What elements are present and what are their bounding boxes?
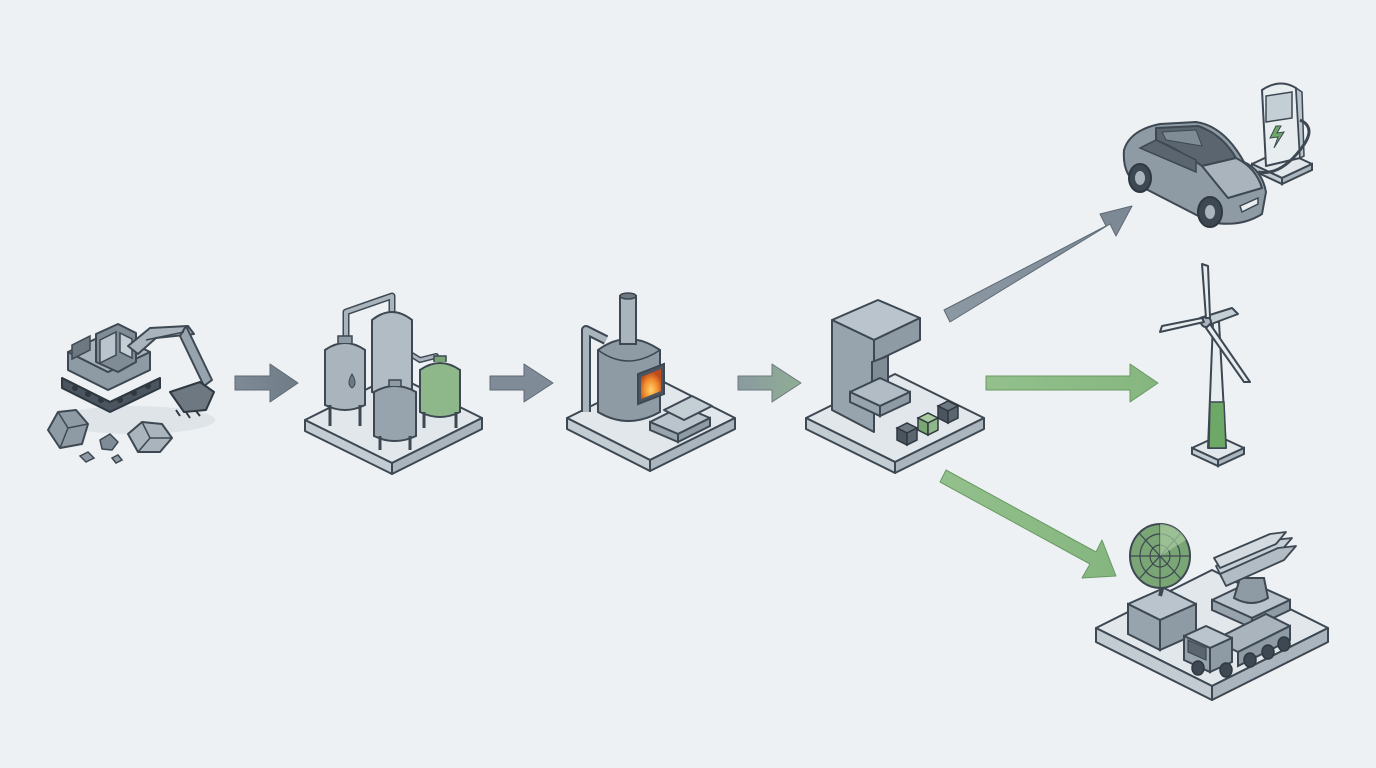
chemical-separation-plant-icon — [304, 292, 483, 475]
wind-turbine-icon — [1159, 263, 1251, 468]
flow-arrow-2 — [489, 363, 554, 403]
excavator-mining-icon — [47, 323, 215, 464]
smelting-furnace-icon — [566, 292, 736, 472]
defense-radar-missile-icon — [1095, 523, 1329, 701]
flow-arrow-1 — [234, 363, 299, 403]
branch-arrow-ev — [943, 205, 1133, 323]
branch-arrow-defense — [939, 469, 1117, 579]
electric-vehicle-charging-icon — [1122, 82, 1313, 228]
flow-arrow-3 — [737, 363, 802, 403]
magnet-press-icon — [805, 299, 985, 474]
branch-arrow-wind — [985, 363, 1159, 403]
